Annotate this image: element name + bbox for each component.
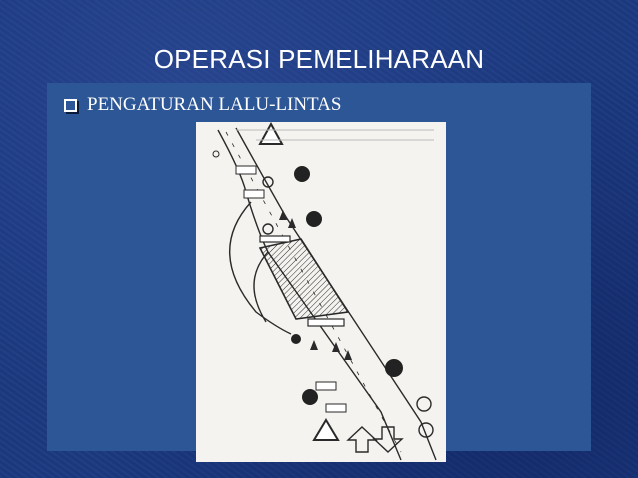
road-work-sign-icon [312,418,340,441]
info-plate [243,189,265,199]
road-work-sign-icon [258,122,284,145]
work-zone-area [258,238,350,320]
direction-arrow-icon [385,359,403,377]
end-sign-icon [418,422,434,438]
turn-arrow-sign-icon [294,166,310,182]
traffic-diagram-drawing [212,122,437,461]
turn-arrow-sign-icon [302,389,318,405]
info-plate [325,403,347,413]
speed-sign-icon [262,223,274,235]
direction-arrow-icon [346,426,404,453]
turn-arrow-sign-icon [306,211,322,227]
barrier-icon [259,235,291,243]
speed-sign-icon [262,176,274,188]
bypass-curve [229,201,292,335]
traffic-cone-icon [279,210,352,360]
bullet-item: PENGATURAN LALU-LINTAS [64,94,341,116]
traffic-diagram-image [196,122,446,462]
checkbox-bullet-icon [64,98,77,112]
bullet-text: PENGATURAN LALU-LINTAS [87,94,342,115]
no-entry-sign-icon [212,150,220,158]
road-right-edge [235,127,437,461]
slide-title: OPERASI PEMELIHARAAN [153,44,485,74]
info-plate [235,165,257,175]
no-entry-sign-icon [291,334,301,344]
end-sign-icon [416,396,432,412]
faded-caption-lines [236,129,434,141]
bypass-inner [253,251,269,323]
barrier-icon [307,318,345,327]
info-plate [315,381,337,391]
